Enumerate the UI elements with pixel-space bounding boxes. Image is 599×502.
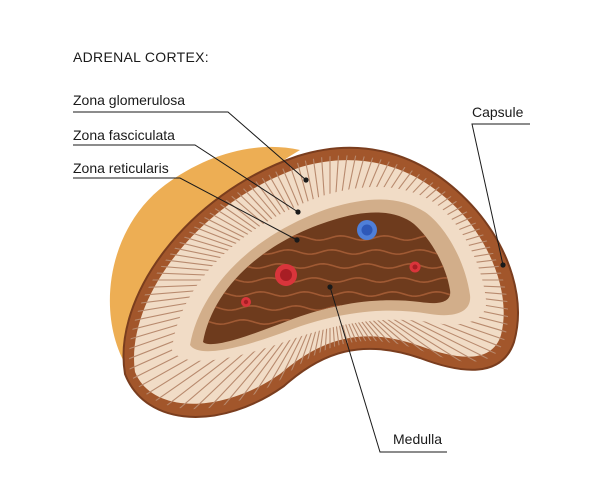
- label-capsule: Capsule: [472, 104, 524, 120]
- pointer-medulla: [327, 284, 333, 290]
- medulla-wave: [203, 291, 451, 297]
- label-medulla: Medulla: [393, 431, 443, 447]
- pointer-zona-fasciculata: [295, 209, 301, 215]
- label-zona-glomerulosa: Zona glomerulosa: [73, 92, 186, 108]
- leader-zona-fasciculata: [73, 144, 299, 213]
- vessel-red-small-right: [409, 261, 421, 273]
- diagram-title: ADRENAL CORTEX:: [73, 49, 209, 65]
- pointer-capsule: [500, 262, 506, 268]
- pointer-zona-reticularis: [294, 237, 300, 243]
- vessel-blue-large: [357, 220, 377, 240]
- vessel-red-large: [275, 264, 297, 286]
- medulla-wave: [203, 277, 451, 284]
- medulla-region: [203, 212, 451, 345]
- leader-capsule: [471, 123, 530, 266]
- leader-medulla: [329, 286, 447, 453]
- label-zona-fasciculata: Zona fasciculata: [73, 127, 175, 143]
- leader-zona-reticularis: [73, 177, 298, 241]
- vessel-red-small-left: [241, 297, 251, 307]
- label-zona-reticularis: Zona reticularis: [73, 160, 169, 176]
- leader-zona-glomerulosa: [73, 111, 307, 181]
- pointer-zona-glomerulosa: [303, 177, 309, 183]
- outer-gland-body: [109, 146, 301, 372]
